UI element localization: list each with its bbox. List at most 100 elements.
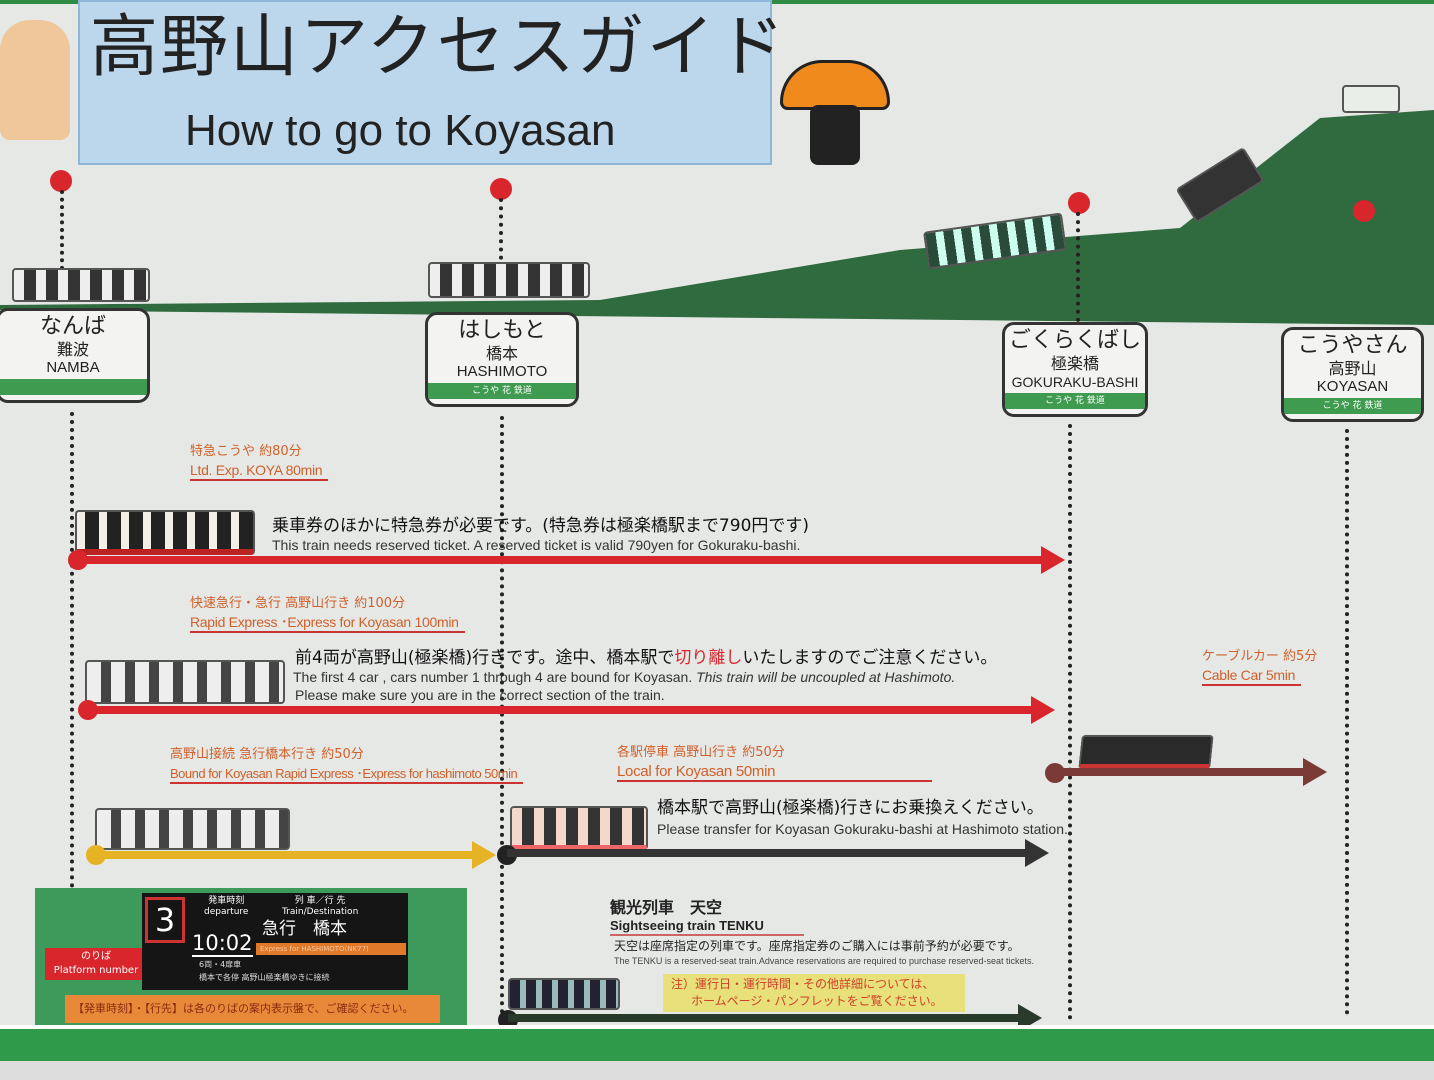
cars-info: 6両・4扉車 xyxy=(199,960,242,969)
cable-car-icon xyxy=(1078,735,1214,769)
station-kanji: 橋本 xyxy=(485,344,518,363)
rapid-message-highlight: 切り離し xyxy=(674,648,743,668)
station-kana: こうやさん xyxy=(1297,333,1408,358)
rapid-message-en-1: The first 4 car , cars number 1 through … xyxy=(293,669,693,685)
station-english: NAMBA xyxy=(46,359,100,376)
bound-arrow xyxy=(96,841,496,869)
ltd-express-message-jp: 乗車券のほかに特急券が必要です。(特急券は極楽橋駅まで790円です) xyxy=(272,516,810,536)
ltd-express-label-jp: 特急こうや 約80分 xyxy=(190,444,302,459)
tenku-message-en: The TENKU is a reserved-seat train.Advan… xyxy=(614,956,1035,966)
conductor-mascot-icon xyxy=(0,20,70,140)
floor-strip xyxy=(0,1061,1434,1080)
station-logo: こうや 花 鉄道 xyxy=(1005,393,1145,409)
cable-label-en: Cable Car 5min xyxy=(1202,667,1302,686)
local-arrow xyxy=(507,839,1049,867)
platform-number: 3 xyxy=(145,897,185,943)
station-kana: なんば xyxy=(39,314,106,339)
station-band xyxy=(0,379,147,395)
monk-mascot-icon xyxy=(780,60,890,165)
tenku-title-jp: 観光列車 天空 xyxy=(610,898,723,917)
title-banner: 高野山アクセスガイド How to go to Koyasan xyxy=(78,0,785,165)
title-japanese: 高野山アクセスガイド xyxy=(90,8,787,87)
hashimoto-train-icon xyxy=(428,262,590,298)
station-kanji: 高野山 xyxy=(1328,359,1377,378)
station-kana: ごくらくばし xyxy=(1008,328,1141,353)
hashimoto-dotted-line xyxy=(500,416,504,1022)
cable-label-jp: ケーブルカー 約5分 xyxy=(1202,649,1318,664)
platform-notice: 【発車時刻】・【行先】は各のりばの案内表示盤で、ご確認ください。 xyxy=(65,995,440,1023)
bus-icon xyxy=(1342,85,1400,113)
title-english: How to go to Koyasan xyxy=(185,106,616,155)
ltd-express-label-en: Ltd. Exp. KOYA 80min xyxy=(190,462,329,481)
tenku-train-icon xyxy=(508,978,620,1010)
local-message-en: Please transfer for Koyasan Gokuraku-bas… xyxy=(657,821,1068,837)
station-english: HASHIMOTO xyxy=(456,363,548,380)
dest-en: Train/Destination xyxy=(282,907,359,917)
platform-label: のりば Platform number xyxy=(45,948,147,980)
station-koyasan: こうやさん 高野山 KOYASAN こうや 花 鉄道 xyxy=(1281,327,1424,422)
station-kana: はしもと xyxy=(458,318,546,343)
station-logo: こうや 花 鉄道 xyxy=(1284,398,1421,414)
rapid-message-part: いたしますのでご注意ください。 xyxy=(742,648,998,668)
bound-train-icon xyxy=(95,808,290,850)
bottom-frame xyxy=(0,1025,1434,1061)
dep-en: departure xyxy=(204,907,249,917)
bound-label-en: Bound for Koyasan Rapid Express ･Express… xyxy=(170,765,524,784)
station-kanji: 難波 xyxy=(56,340,89,359)
connection-info: 橋本で各停 高野山極楽橋ゆきに接続 xyxy=(199,973,330,982)
ltd-express-arrow xyxy=(78,546,1065,574)
dotted-line xyxy=(1076,212,1080,322)
rapid-message-part: 前4両が高野山(極楽橋)行きです。途中、橋本駅で xyxy=(295,648,675,668)
rapid-arrow xyxy=(88,696,1055,724)
platform-label-en: Platform number xyxy=(53,965,139,976)
rapid-message-en: The first 4 car , cars number 1 through … xyxy=(293,669,955,686)
tenku-message-jp: 天空は座席指定の列車です。座席指定券のご購入には事前予約が必要です。 xyxy=(614,939,1020,953)
gokurakubashi-dotted-line xyxy=(1068,424,1072,1020)
namba-pin-icon xyxy=(50,170,72,192)
koyasan-pin-icon xyxy=(1353,200,1375,222)
departure-time: 10:02 xyxy=(192,931,253,957)
ltd-express-train-icon xyxy=(75,510,255,555)
rapid-label-jp: 快速急行・急行 高野山行き 約100分 xyxy=(190,596,406,611)
local-label-jp: 各駅停車 高野山行き 約50分 xyxy=(617,745,785,760)
tenku-note-line: ホームページ・パンフレットをご覧ください。 xyxy=(691,994,943,1008)
hashimoto-pin-icon xyxy=(490,178,512,200)
station-gokurakubashi: ごくらくばし 極楽橋 GOKURAKU-BASHI こうや 花 鉄道 xyxy=(1002,322,1148,417)
local-train-icon xyxy=(510,806,648,850)
local-label-en: Local for Koyasan 50min xyxy=(617,763,932,782)
station-hashimoto: はしもと 橋本 HASHIMOTO こうや 花 鉄道 xyxy=(425,312,579,407)
train-destination: 急行 橋本 xyxy=(262,919,347,939)
rapid-message-en-2: Please make sure you are in the correct … xyxy=(295,687,665,703)
dep-jp: 発車時刻 xyxy=(208,896,245,906)
station-kanji: 極楽橋 xyxy=(1050,354,1099,373)
rapid-message-jp: 前4両が高野山(極楽橋)行きです。途中、橋本駅で切り離しいたしますのでご注意くだ… xyxy=(295,648,997,668)
tenku-note-line: 注）運行日・運行時間・その他詳細については、 xyxy=(671,977,935,991)
dotted-line xyxy=(499,198,503,268)
namba-dotted-line xyxy=(70,412,74,888)
station-namba: なんば 難波 NAMBA xyxy=(0,308,150,403)
local-message-jp: 橋本駅で高野山(極楽橋)行きにお乗換えください。 xyxy=(657,798,1044,818)
rapid-message-en-italic: This train will be uncoupled at Hashimot… xyxy=(696,669,956,685)
koyasan-dotted-line xyxy=(1345,429,1349,1015)
express-english: Express for HASHIMOTO(NK77) xyxy=(256,943,406,955)
gokurakubashi-pin-icon xyxy=(1068,192,1090,214)
station-english: GOKURAKU-BASHI xyxy=(1011,374,1139,390)
namba-train-icon xyxy=(12,268,150,302)
tenku-note: 注）運行日・運行時間・その他詳細については、 ホームページ・パンフレットをご覧く… xyxy=(663,974,965,1012)
bound-label-jp: 高野山接続 急行橋本行き 約50分 xyxy=(170,747,364,762)
cable-arrow xyxy=(1055,758,1327,786)
rapid-train-icon xyxy=(85,660,285,704)
platform-label-jp: のりば xyxy=(81,951,111,962)
rapid-label-en: Rapid Express ･Express for Koyasan 100mi… xyxy=(190,614,465,633)
station-logo: こうや 花 鉄道 xyxy=(428,383,576,399)
tenku-title-en: Sightseeing train TENKU xyxy=(610,918,804,936)
station-english: KOYASAN xyxy=(1316,378,1389,395)
tenku-arrow xyxy=(508,1004,1042,1032)
dotted-line xyxy=(60,190,64,270)
ltd-express-message-en: This train needs reserved ticket. A rese… xyxy=(272,537,801,553)
dest-jp: 列 車／行 先 xyxy=(294,896,346,906)
